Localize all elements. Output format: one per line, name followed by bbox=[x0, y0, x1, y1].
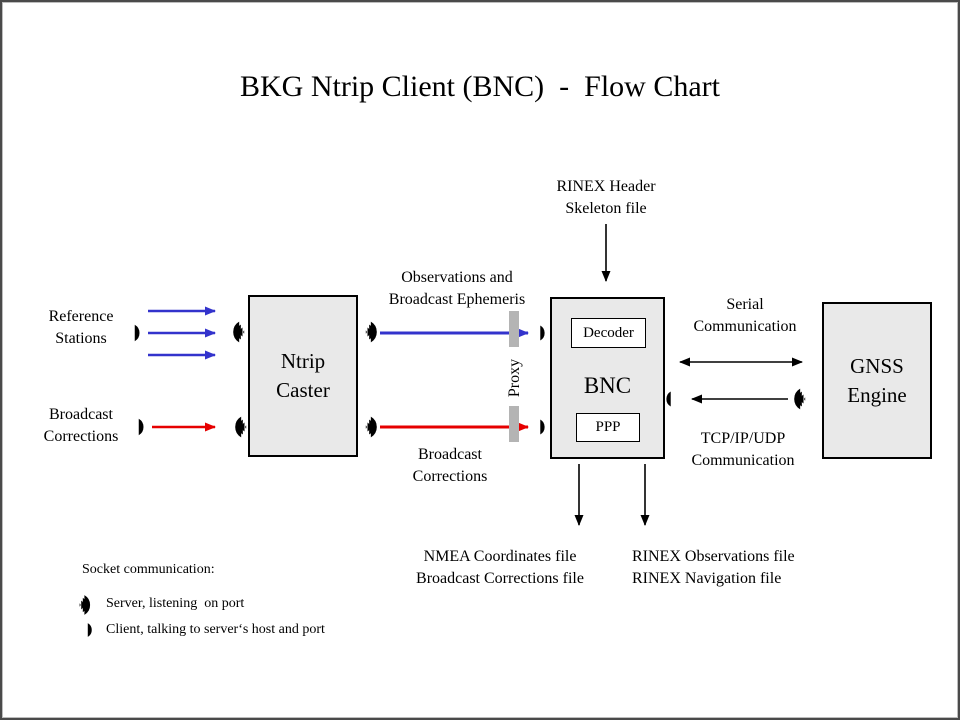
bnc-label: BNC bbox=[583, 373, 632, 398]
legend-heading: Socket communication: bbox=[82, 562, 215, 577]
node-ppp: PPP bbox=[576, 413, 640, 442]
gnss-engine-label: GNSS Engine bbox=[847, 353, 907, 407]
proxy-label: Proxy bbox=[506, 358, 523, 398]
proxy-bar-top bbox=[509, 311, 519, 347]
page-title: BKG Ntrip Client (BNC) - Flow Chart bbox=[240, 70, 720, 103]
ntrip-caster-label: Ntrip Caster bbox=[276, 349, 330, 402]
server-listening-icon bbox=[365, 321, 377, 343]
reference-stations-label: Reference Stations bbox=[48, 308, 114, 347]
client-talking-icon bbox=[540, 419, 545, 435]
server-listening-icon bbox=[365, 416, 377, 438]
rinex-outputs-label: RINEX Observations file RINEX Navigation… bbox=[632, 548, 795, 587]
node-gnss-engine: GNSS Engine bbox=[822, 302, 932, 459]
node-ntrip-caster: Ntrip Caster bbox=[248, 295, 358, 457]
nmea-outputs-label: NMEA Coordinates file Broadcast Correcti… bbox=[416, 548, 584, 587]
legend-server-label: Server, listening on port bbox=[106, 596, 245, 611]
server-listening-icon bbox=[79, 595, 91, 615]
node-bnc: Decoder BNC PPP bbox=[550, 297, 665, 459]
decoder-label: Decoder bbox=[583, 324, 634, 341]
legend-client-label: Client, talking to server‘s host and por… bbox=[106, 622, 325, 637]
client-talking-icon bbox=[666, 391, 671, 407]
server-listening-icon bbox=[233, 321, 245, 343]
client-talking-icon bbox=[87, 623, 92, 637]
reference-station-arrows bbox=[148, 306, 216, 360]
client-talking-icon bbox=[540, 325, 545, 341]
observations-ephemeris-label: Observations and Broadcast Ephemeris bbox=[388, 269, 526, 308]
node-decoder: Decoder bbox=[571, 318, 646, 348]
ppp-label: PPP bbox=[595, 419, 621, 435]
serial-communication-label: Serial Communication bbox=[693, 296, 797, 335]
tcp-communication-label: TCP/IP/UDP Communication bbox=[691, 430, 795, 469]
broadcast-corrections-input-label: Broadcast Corrections bbox=[43, 406, 119, 445]
rinex-header-skeleton-label: RINEX Header Skeleton file bbox=[556, 178, 656, 217]
broadcast-corrections-stream-label: Broadcast Corrections bbox=[412, 446, 488, 485]
server-listening-icon bbox=[794, 388, 806, 410]
proxy-bar-bottom bbox=[509, 406, 519, 442]
server-listening-icon bbox=[235, 416, 247, 438]
